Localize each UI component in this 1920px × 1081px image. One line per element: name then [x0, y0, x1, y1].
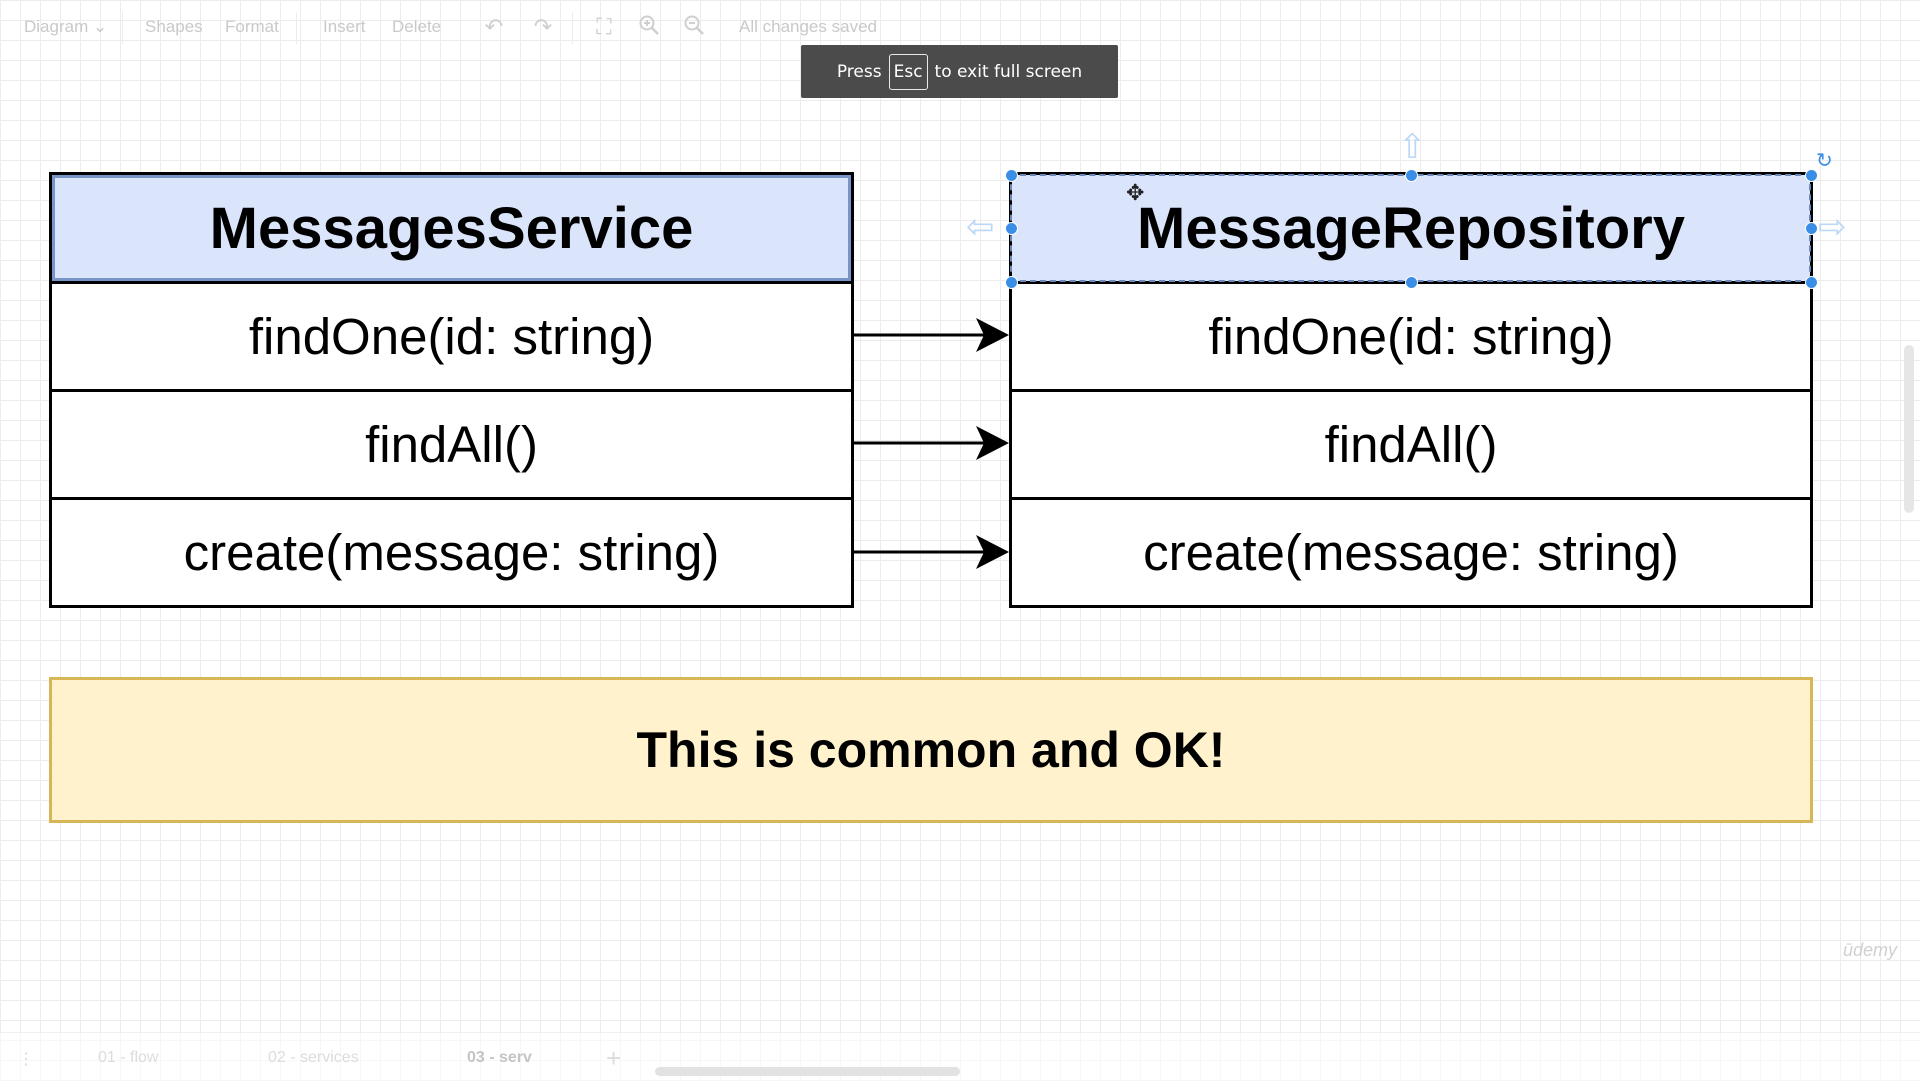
- rotate-handle-icon[interactable]: ↻: [1816, 150, 1833, 172]
- toolbar-divider: [460, 12, 461, 44]
- service-method-findall[interactable]: findAll(): [52, 392, 851, 500]
- callout-note[interactable]: This is common and OK!: [49, 677, 1813, 823]
- service-method-findone[interactable]: findOne(id: string): [52, 284, 851, 392]
- horizontal-scrollbar[interactable]: [655, 1067, 960, 1076]
- toolbar: Diagram ⌄ Shapes Format Insert Delete ↶ …: [0, 0, 1920, 56]
- resize-handle-nw[interactable]: [1005, 169, 1018, 182]
- resize-handle-n[interactable]: [1405, 169, 1418, 182]
- message-repository-title[interactable]: MessageRepository: [1012, 175, 1810, 284]
- vertical-scrollbar[interactable]: [1904, 345, 1914, 513]
- messages-service-title[interactable]: MessagesService: [52, 175, 851, 284]
- resize-handle-sw[interactable]: [1005, 276, 1018, 289]
- diagram-menu[interactable]: Diagram ⌄: [24, 17, 108, 36]
- repository-method-findall[interactable]: findAll(): [1012, 392, 1810, 500]
- format-button[interactable]: Format: [225, 17, 279, 36]
- insert-button[interactable]: Insert: [323, 17, 366, 36]
- save-status: All changes saved: [739, 17, 877, 36]
- tab-02-services[interactable]: 02 - services: [268, 1049, 359, 1066]
- toast-exit-text: to exit full screen: [934, 61, 1083, 82]
- connect-arrow-up-icon[interactable]: ⇧: [1398, 128, 1427, 166]
- shapes-button[interactable]: Shapes: [145, 17, 203, 36]
- service-method-create[interactable]: create(message: string): [183, 524, 720, 581]
- resize-handle-e[interactable]: [1805, 222, 1818, 235]
- undo-icon[interactable]: ↶: [484, 14, 504, 39]
- arrow-findall-head: [976, 426, 1009, 460]
- zoom-out-icon[interactable]: [681, 14, 707, 40]
- tab-01-flow[interactable]: 01 - flow: [98, 1049, 159, 1066]
- message-repository-class[interactable]: MessageRepository findOne(id: string) fi…: [1009, 172, 1813, 608]
- toolbar-divider: [572, 12, 573, 44]
- toast-press-text: Press: [836, 61, 882, 82]
- page-tabs: ⋮ 01 - flow 02 - services 03 - serv +: [0, 1032, 1920, 1081]
- tab-03-serv[interactable]: 03 - serv: [467, 1049, 532, 1066]
- diagram-menu-label: Diagram: [24, 17, 89, 36]
- add-page-icon[interactable]: +: [606, 1043, 622, 1073]
- resize-handle-s[interactable]: [1405, 276, 1418, 289]
- pages-menu-icon[interactable]: ⋮: [18, 1051, 34, 1068]
- udemy-watermark: ūdemy: [1843, 940, 1898, 960]
- redo-icon[interactable]: ↷: [533, 14, 553, 39]
- connect-arrow-right-icon[interactable]: ⇨: [1818, 208, 1847, 246]
- fullscreen-toast: Press Esc to exit full screen: [801, 45, 1118, 98]
- toolbar-divider: [122, 12, 123, 44]
- arrow-findone-head: [976, 318, 1009, 352]
- repository-method-create[interactable]: create(message: string): [1143, 524, 1679, 581]
- resize-handle-ne[interactable]: [1805, 169, 1818, 182]
- connect-arrow-left-icon[interactable]: ⇦: [966, 208, 995, 246]
- resize-handle-se[interactable]: [1805, 276, 1818, 289]
- fullscreen-icon[interactable]: ⛶: [596, 14, 612, 39]
- zoom-in-icon[interactable]: [636, 14, 662, 40]
- messages-service-class[interactable]: MessagesService findOne(id: string) find…: [49, 172, 854, 608]
- arrow-create-head: [976, 535, 1009, 569]
- move-cursor-icon: ✥: [1126, 180, 1145, 205]
- toolbar-divider: [296, 12, 297, 44]
- esc-key-badge: Esc: [888, 53, 928, 90]
- repository-method-findone[interactable]: findOne(id: string): [1012, 284, 1810, 392]
- resize-handle-w[interactable]: [1005, 222, 1018, 235]
- delete-button[interactable]: Delete: [392, 17, 442, 36]
